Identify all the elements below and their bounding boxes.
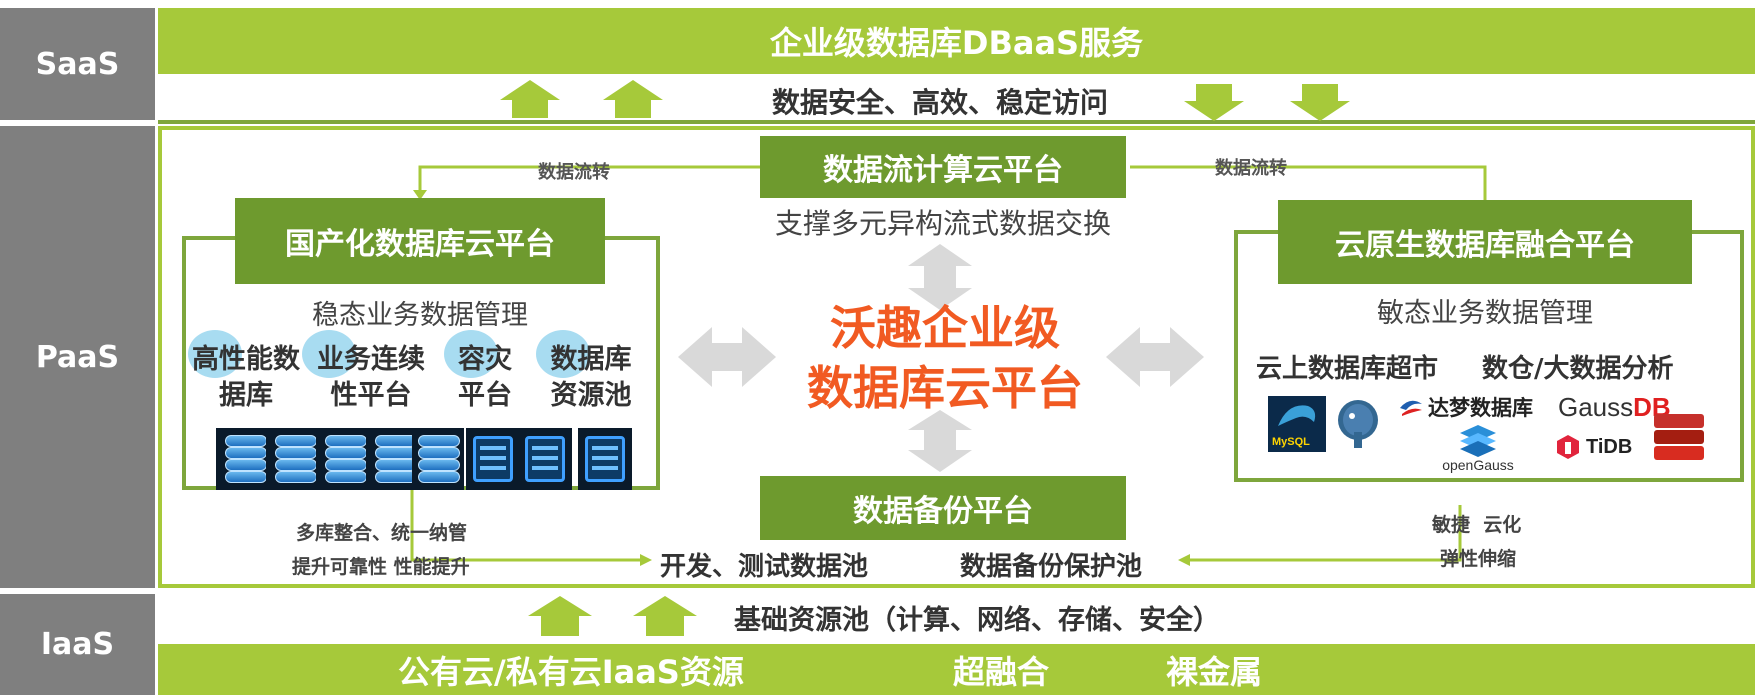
center-title-line: 数据库云平台 (807, 361, 1083, 415)
dameng-mark-icon (1400, 400, 1422, 416)
gaussdb-logo-text-a: Gauss (1558, 391, 1634, 422)
up-arrow-icon (500, 80, 560, 118)
opengauss-logo: openGauss (1428, 420, 1528, 476)
mysql-logo-text: MySQL (1272, 436, 1310, 448)
cloud-native-platform-title: 云原生数据库融合平台 (1278, 200, 1692, 284)
left-note: 多库整合、统一纳管 (296, 522, 468, 544)
stream-platform-subtitle: 支撑多元异构流式数据交换 (774, 207, 1111, 240)
left-note: 提升可靠性 性能提升 (292, 556, 470, 578)
storage-array-icon (578, 428, 632, 490)
domestic-feature: 业务连续 性平台 (308, 342, 434, 414)
feature-highlight-circle (536, 330, 590, 378)
database-icon (412, 428, 464, 490)
dameng-logo: 达梦数据库 (1398, 392, 1533, 422)
domestic-feature: 容灾 平台 (440, 342, 530, 414)
right-note: 弹性伸缩 (1440, 548, 1517, 570)
flow-label-right: 数据流转 (1215, 158, 1287, 179)
postgresql-logo (1338, 400, 1378, 448)
dev-test-pool-label: 开发、测试数据池 (660, 552, 869, 582)
domestic-feature: 高性能数 据库 (186, 342, 306, 414)
opengauss-logo-text: openGauss (1442, 457, 1514, 473)
iaas-resource-bar: 公有云/私有云IaaS资源 超融合 裸金属 (158, 644, 1755, 695)
layer-label-iaas: IaaS (0, 594, 155, 695)
cloud-native-platform-subtitle: 敏态业务数据管理 (1377, 297, 1593, 329)
flow-arrowhead-icon (1178, 554, 1190, 566)
redis-logo (1654, 414, 1704, 460)
double-arrow-horizontal-icon (678, 327, 776, 387)
domestic-feature-line: 业务连续 (317, 344, 425, 375)
storage-array-icon (518, 428, 572, 490)
domestic-feature-line: 据库 (219, 380, 273, 411)
domestic-feature-line: 数据库 (550, 344, 632, 375)
dameng-logo-text: 达梦数据库 (1428, 396, 1533, 420)
double-arrow-vertical-icon (908, 244, 972, 310)
up-arrow-icon (603, 80, 663, 118)
mysql-logo: MySQL (1268, 396, 1326, 452)
domestic-feature-line: 性平台 (330, 380, 412, 411)
paas-frame (158, 126, 1755, 588)
domestic-feature-line: 资源池 (550, 380, 632, 411)
down-arrow-icon (1184, 84, 1244, 121)
domestic-feature: 数据库 资源池 (536, 342, 646, 414)
tidb-logo-text: TiDB (1586, 435, 1633, 458)
iaas-public-private: 公有云/私有云IaaS资源 (398, 652, 744, 691)
backup-pool-label: 数据备份保护池 (960, 552, 1143, 582)
feature-highlight-circle (444, 330, 498, 378)
domestic-feature-line: 容灾 (458, 344, 512, 375)
cloud-native-feature: 云上数据库超市 (1256, 354, 1439, 384)
saas-access-text: 数据安全、高效、稳定访问 (771, 86, 1108, 119)
stream-platform-title: 数据流计算云平台 (760, 136, 1126, 198)
right-note: 敏捷 云化 (1432, 514, 1522, 536)
domestic-platform-title: 国产化数据库云平台 (235, 198, 605, 284)
up-arrow-icon (528, 596, 592, 636)
iaas-resource-pool-text: 基础资源池（计算、网络、存储、安全） (734, 605, 1220, 636)
domestic-feature-line: 平台 (458, 380, 512, 411)
flow-arrowhead-icon (640, 554, 652, 566)
flow-arrowhead-icon (413, 190, 427, 200)
iaas-hyper-converged: 超融合 (953, 652, 1050, 691)
up-arrow-icon (633, 596, 697, 636)
tidb-mark-icon (1557, 435, 1579, 459)
backup-platform-title: 数据备份平台 (760, 476, 1126, 540)
center-platform-title: 沃趣企业级 数据库云平台 (760, 296, 1130, 420)
center-title-line: 沃趣企业级 (830, 301, 1060, 355)
double-arrow-vertical-icon (908, 410, 972, 472)
tidb-logo: TiDB (1556, 432, 1632, 462)
flow-label-left: 数据流转 (538, 162, 610, 183)
double-arrow-horizontal-icon (1106, 327, 1204, 387)
cloud-native-feature: 数仓/大数据分析 (1482, 354, 1674, 384)
saas-service-bar: 企业级数据库DBaaS服务 (158, 8, 1755, 74)
down-arrow-icon (1290, 84, 1350, 121)
storage-array-icon (466, 428, 520, 490)
domestic-feature-line: 高性能数 (192, 344, 300, 375)
feature-highlight-circle (188, 330, 242, 378)
opengauss-mark-icon (1460, 425, 1496, 457)
dolphin-icon (1278, 405, 1316, 426)
feature-highlight-circle (302, 330, 356, 378)
layer-label-paas: PaaS (0, 126, 155, 588)
iaas-bare-metal: 裸金属 (1166, 652, 1263, 691)
saas-bottom-rule (158, 120, 1755, 124)
layer-label-saas: SaaS (0, 8, 155, 120)
domestic-platform-subtitle: 稳态业务数据管理 (312, 299, 528, 331)
